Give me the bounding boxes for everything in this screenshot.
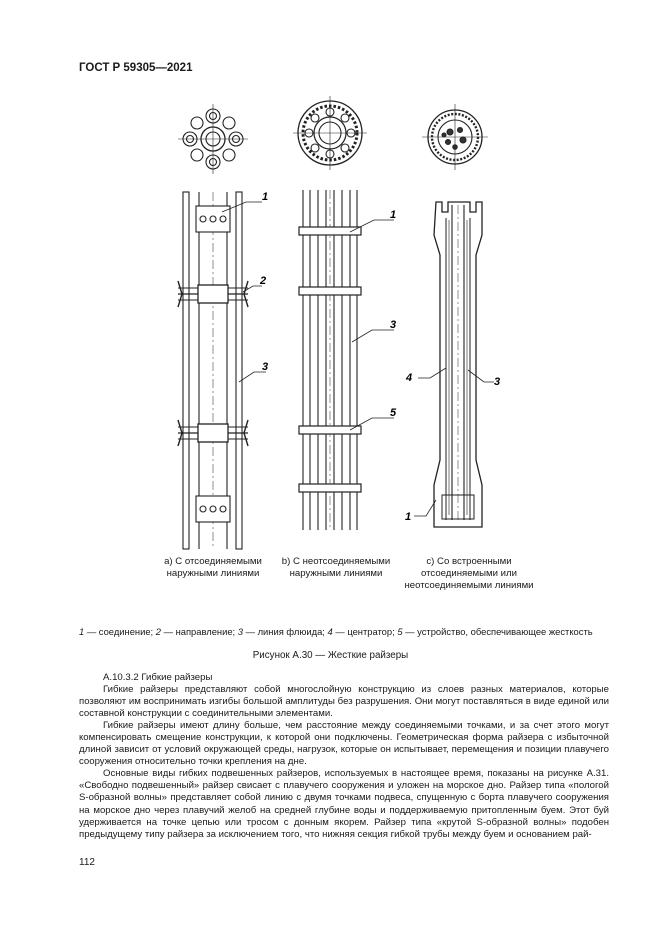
standard-header: ГОСТ Р 59305—2021 bbox=[79, 62, 193, 74]
caption-b: b) С неотсоединяемыми наружными линиями bbox=[281, 556, 391, 579]
riser-b-elevation bbox=[298, 190, 394, 530]
paragraph: Основные виды гибких подвешенных райзеро… bbox=[79, 768, 609, 840]
cross-section-b bbox=[293, 96, 367, 170]
riser-c-elevation bbox=[414, 201, 494, 528]
label-c-3: 3 bbox=[494, 376, 500, 388]
caption-a: а) С отсоединяемыми наружными линиями bbox=[164, 556, 262, 579]
label-b-3: 3 bbox=[390, 319, 396, 331]
page-number: 112 bbox=[79, 857, 95, 868]
figure-title: Рисунок А.30 — Жесткие райзеры bbox=[252, 650, 409, 661]
cross-section-c bbox=[422, 104, 488, 170]
label-b-1: 1 bbox=[390, 209, 396, 221]
rigid-risers-figure: 1 2 3 1 3 5 4 3 1 bbox=[177, 96, 500, 550]
label-c-4: 4 bbox=[405, 372, 412, 384]
section-heading: А.10.3.2 Гибкие райзеры bbox=[103, 672, 213, 683]
riser-a-elevation bbox=[177, 191, 266, 550]
cross-section-a bbox=[178, 104, 248, 174]
label-b-5: 5 bbox=[390, 407, 397, 419]
label-a-2: 2 bbox=[259, 275, 266, 287]
body-text: А.10.3.2 Гибкие райзеры Гибкие райзеры п… bbox=[79, 672, 609, 841]
paragraph: Гибкие райзеры имеют длину больше, чем р… bbox=[79, 720, 609, 768]
caption-c: c) Со встроенными отсоединяемыми или нео… bbox=[404, 556, 534, 591]
label-c-1: 1 bbox=[405, 511, 411, 523]
label-a-1: 1 bbox=[262, 191, 268, 203]
label-a-3: 3 bbox=[262, 361, 268, 373]
paragraph: Гибкие райзеры представляют собой многос… bbox=[79, 684, 609, 720]
figure-legend: 1 — соединение; 2 — направление; 3 — лин… bbox=[79, 626, 593, 637]
